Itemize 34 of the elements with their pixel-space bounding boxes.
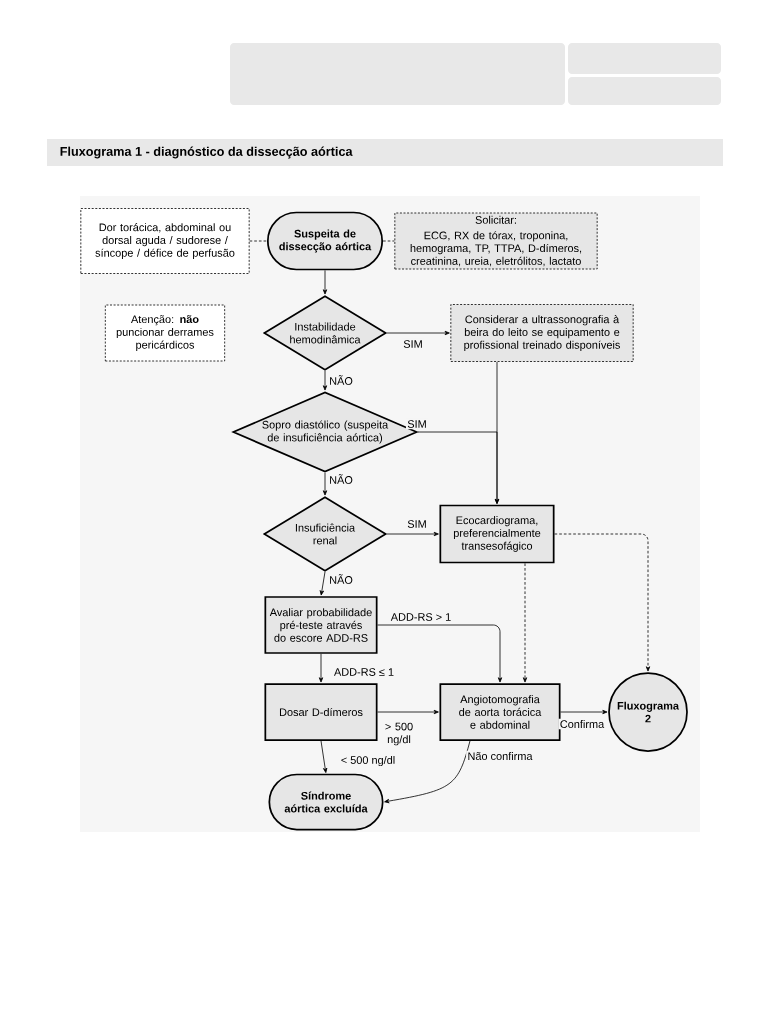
arrow [318, 653, 324, 683]
note-box: Considerar a ultrassonografia à beira do leito se equipamento e profissional treinado disponíveis [450, 304, 634, 362]
arrow [417, 431, 500, 504]
process-box: Dosar D-dímeros [264, 683, 378, 741]
title-bar: Fluxograma 1 - diagnóstico da dissecção aórtica [47, 139, 723, 166]
process-box: Ecocardiograma, preferencialmente transesofágico [439, 504, 555, 564]
connector-line [382, 240, 395, 242]
arrow [322, 472, 328, 496]
edge-label: SIM [401, 338, 425, 350]
edge-label: Confirma [558, 718, 606, 730]
edge-label: SIM [405, 518, 429, 530]
note-box: Solicitar: ECG, RX de tórax, troponina, hemograma, TP, TTPA, D-dímeros, creatinina, ureia, eletrólitos, lactato [394, 212, 598, 270]
edge-label: SIM [405, 418, 429, 430]
edge-label: ADD-RS > 1 [389, 611, 453, 623]
arrow [522, 562, 528, 683]
arrow [386, 330, 450, 336]
arrow [319, 571, 326, 596]
edge-label: > 500 ng/dl [379, 721, 419, 747]
arrow [554, 533, 651, 672]
process-box: Avaliar probabilidade pré-teste através do escore ADD-RS [264, 596, 378, 654]
connector-line [249, 240, 268, 242]
note-box: Atenção: não puncionar derrames pericárdicos [104, 304, 226, 362]
arrow [384, 740, 471, 804]
note-box: Dor torácica, abdominal ou dorsal aguda / sudorese / síncope / défice de perfusão [80, 208, 250, 274]
arrow [320, 740, 328, 773]
arrow [386, 531, 439, 537]
arrow [322, 269, 328, 295]
edge-label: Não confirma [466, 750, 534, 762]
arrow [322, 370, 328, 391]
process-box: Angiotomografia de aorta torácica e abdominal [439, 683, 561, 741]
arrow [377, 624, 503, 683]
arrow [377, 709, 439, 715]
edge-label: ADD-RS ≤ 1 [332, 666, 396, 678]
arrow [560, 709, 608, 715]
